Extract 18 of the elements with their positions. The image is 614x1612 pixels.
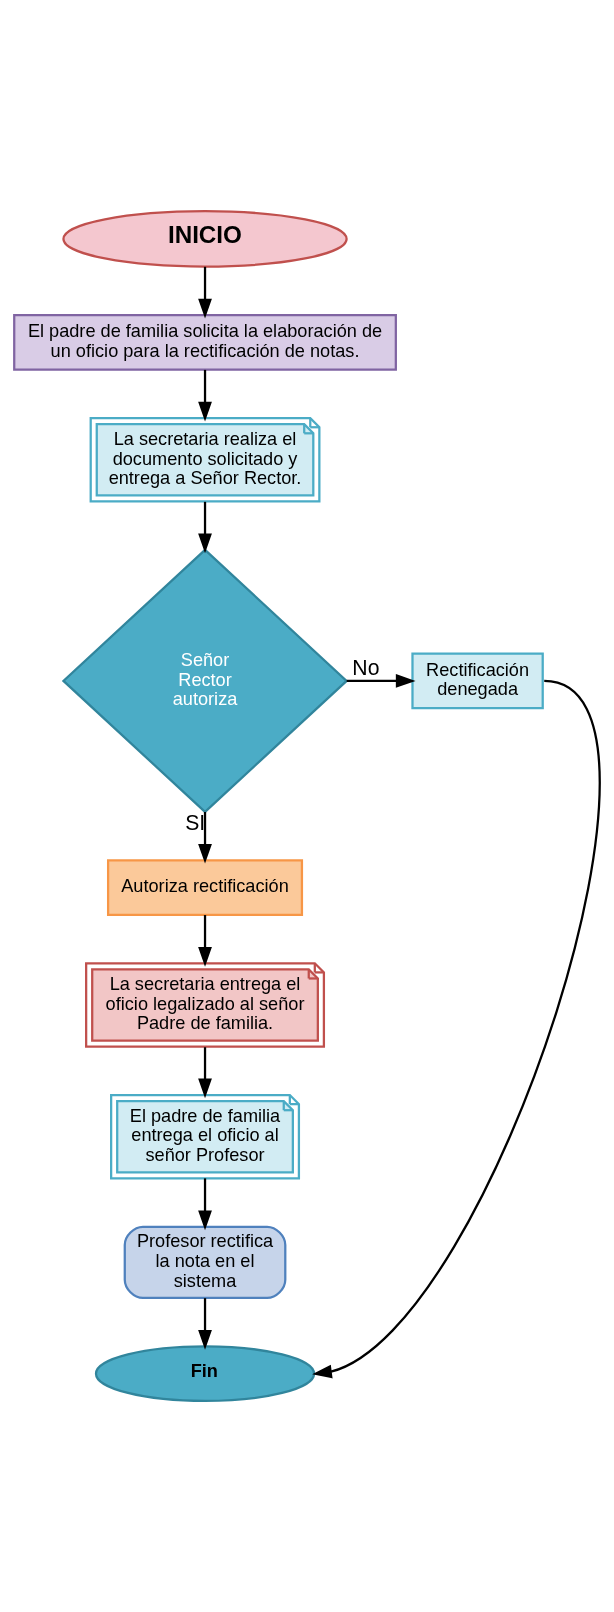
node-box: El padre de familia solicita la elaboración de un oficio para la rectificación de notas.: [13, 314, 397, 371]
arrow: [198, 1178, 212, 1231]
arrow: [198, 266, 212, 319]
arrow: [198, 1047, 212, 1099]
node-diamond: Señor Rector autoriza: [61, 548, 349, 814]
node-box: Autoriza rectificación: [106, 859, 304, 916]
edge-label: SI: [185, 811, 206, 835]
arrow: [198, 811, 212, 864]
arrow: [198, 501, 212, 554]
arrow: [198, 915, 212, 967]
arrow: [346, 674, 416, 688]
node-ellipse: INICIO: [62, 210, 348, 268]
arrow: [198, 369, 212, 422]
node-box: Rectificación denegada: [411, 652, 544, 710]
node-box: Profesor rectifica la nota en el sistema: [123, 1225, 287, 1300]
node-ellipse: Fin: [94, 1345, 316, 1403]
edge-label: No: [352, 656, 380, 680]
arrow: [198, 1298, 212, 1350]
